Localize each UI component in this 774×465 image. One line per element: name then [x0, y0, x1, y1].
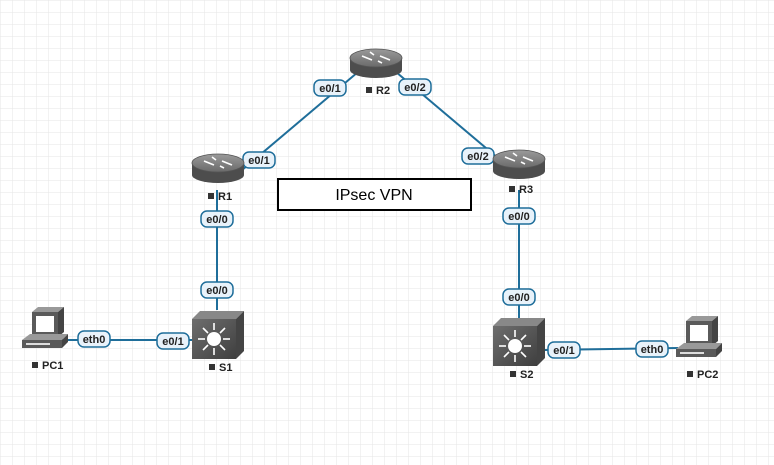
svg-text:eth0: eth0: [83, 334, 106, 346]
router-icon: [349, 48, 403, 78]
svg-text:e0/1: e0/1: [248, 155, 269, 167]
pc-icon: [676, 316, 722, 357]
svg-text:S1: S1: [219, 362, 232, 374]
router-r3-label: R3: [509, 184, 533, 196]
svg-text:e0/1: e0/1: [162, 336, 183, 348]
pc-pc1-label: PC1: [32, 360, 63, 372]
port-label-r1-s1-side[interactable]: e0/0: [200, 210, 234, 228]
switch-s1[interactable]: [192, 311, 244, 359]
port-label-s1-pc1-side[interactable]: e0/1: [156, 332, 190, 350]
svg-text:PC2: PC2: [697, 369, 718, 381]
annotation-text: IPsec VPN: [335, 187, 412, 204]
svg-text:e0/0: e0/0: [508, 211, 529, 223]
port-label-r3-s2-side[interactable]: e0/0: [502, 207, 536, 225]
svg-text:R1: R1: [218, 191, 232, 203]
port-label-r1-r2-side[interactable]: e0/1: [242, 151, 276, 169]
router-r3[interactable]: [492, 149, 546, 179]
pc-icon: [22, 307, 68, 348]
svg-text:S2: S2: [520, 369, 533, 381]
router-r1-label: R1: [208, 191, 232, 203]
svg-text:e0/0: e0/0: [206, 285, 227, 297]
router-r2[interactable]: [349, 48, 403, 78]
router-icon: [191, 153, 245, 183]
port-label-s1-r1-side[interactable]: e0/0: [200, 281, 234, 299]
port-label-r2-r3-side[interactable]: e0/2: [398, 78, 432, 96]
svg-text:R3: R3: [519, 184, 533, 196]
port-label-r2-r1-side[interactable]: e0/1: [313, 79, 347, 97]
svg-text:R2: R2: [376, 85, 390, 97]
port-label-pc1-eth0[interactable]: eth0: [77, 330, 111, 348]
router-r2-label: R2: [366, 85, 390, 97]
switch-icon: [192, 311, 244, 359]
pc-pc2-label: PC2: [687, 369, 718, 381]
svg-text:e0/1: e0/1: [319, 83, 340, 95]
switch-s1-label: S1: [209, 362, 232, 374]
router-r1[interactable]: [191, 153, 245, 183]
svg-text:PC1: PC1: [42, 360, 63, 372]
pc-pc2[interactable]: [676, 316, 722, 357]
svg-text:e0/0: e0/0: [508, 292, 529, 304]
pc-pc1[interactable]: [22, 307, 68, 348]
switch-icon: [493, 318, 545, 366]
svg-text:e0/1: e0/1: [553, 345, 574, 357]
text-annotation[interactable]: IPsec VPN: [277, 178, 472, 211]
svg-text:e0/2: e0/2: [404, 82, 425, 94]
svg-text:e0/0: e0/0: [206, 214, 227, 226]
port-label-r3-r2-side[interactable]: e0/2: [461, 147, 495, 165]
svg-text:eth0: eth0: [641, 344, 664, 356]
port-label-pc2-eth0[interactable]: eth0: [635, 340, 669, 358]
svg-text:e0/2: e0/2: [467, 151, 488, 163]
router-icon: [492, 149, 546, 179]
port-label-s2-r3-side[interactable]: e0/0: [502, 288, 536, 306]
switch-s2[interactable]: [493, 318, 545, 366]
switch-s2-label: S2: [510, 369, 533, 381]
port-label-s2-pc2-side[interactable]: e0/1: [547, 341, 581, 359]
